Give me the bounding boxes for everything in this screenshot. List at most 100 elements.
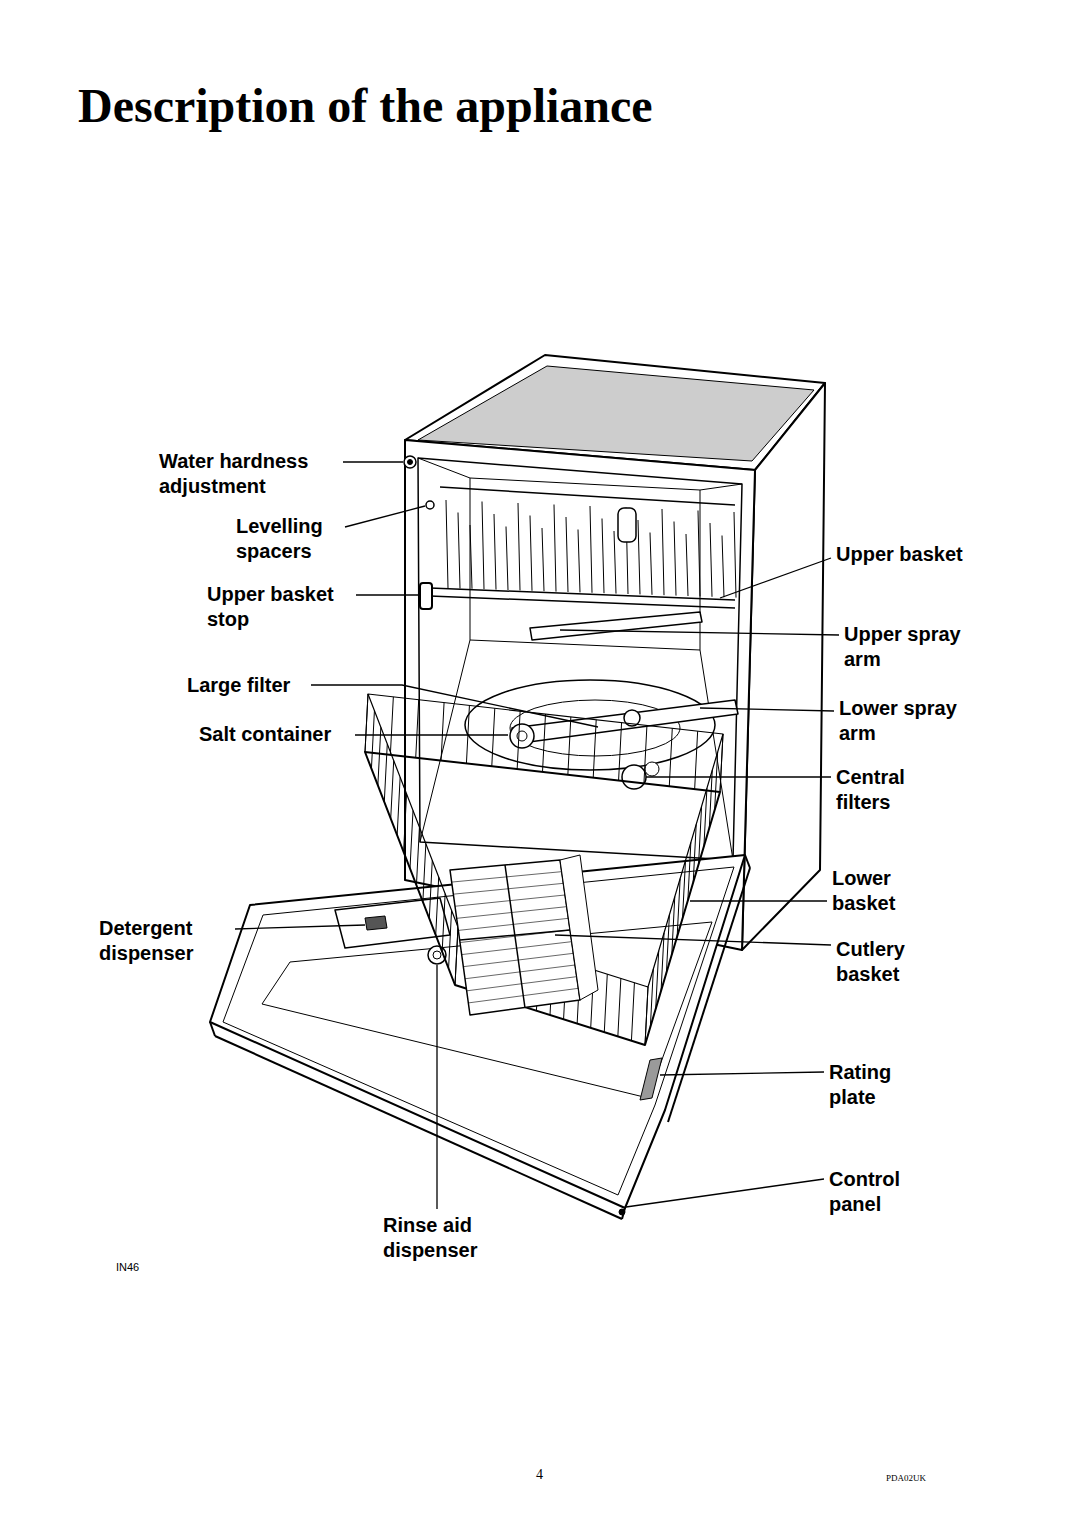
door-edge	[215, 1036, 622, 1219]
callout-label: Lower spray arm	[839, 696, 974, 746]
basket-tine	[446, 500, 448, 588]
basket-tine	[506, 527, 508, 591]
basket-tine	[410, 811, 413, 869]
basket-tine	[441, 703, 444, 761]
callout-label: Water hardness adjustment	[159, 449, 339, 499]
basket-tine	[698, 511, 700, 597]
callout-label: Upper basket stop	[207, 582, 352, 632]
leader-line	[311, 685, 598, 727]
callout-label: Large filter	[187, 673, 307, 698]
tub-edge	[700, 484, 742, 490]
basket-tine	[619, 723, 622, 781]
basket-tine	[618, 978, 621, 1036]
basket-tine	[543, 714, 546, 772]
leader-line	[555, 935, 831, 945]
leader-line	[626, 1179, 824, 1207]
basket-tine	[455, 927, 458, 985]
callout-label: Upper spray arm	[844, 622, 979, 672]
basket-tine	[365, 694, 368, 752]
basket-tine	[390, 697, 393, 755]
callout-label: Control panel	[829, 1167, 921, 1217]
basket-tine	[566, 517, 568, 592]
basket-tine	[604, 974, 607, 1032]
leader-line	[720, 558, 831, 598]
basket-tine	[470, 525, 472, 589]
basket-tine	[378, 727, 381, 785]
basket-tine	[517, 711, 520, 769]
dispenser-lid	[365, 916, 387, 930]
basket-tine	[638, 520, 640, 594]
callout-label: Rinse aid dispenser	[383, 1213, 503, 1263]
page-title: Description of the appliance	[78, 76, 653, 136]
basket-tine	[644, 725, 647, 783]
leader-line	[646, 776, 831, 777]
basket-tine	[416, 700, 419, 758]
basket-tine	[391, 761, 394, 819]
cutlery-basket-side	[560, 855, 598, 1000]
basket-tine	[695, 731, 698, 789]
basket-tine	[442, 894, 445, 952]
callout-label: Detergent dispenser	[99, 916, 231, 966]
basket-tine	[710, 523, 712, 597]
callout-label: Rating plate	[829, 1060, 911, 1110]
callout-label: Lower basket	[832, 866, 924, 916]
callout-label: Cutlery basket	[836, 937, 928, 987]
basket-tine	[530, 516, 532, 591]
rinse-aid-cap	[433, 951, 441, 959]
basket-tine	[423, 844, 426, 902]
cutlery-divider	[505, 865, 525, 1008]
upper-basket-rim	[440, 487, 735, 505]
basket-tine	[371, 711, 374, 769]
water-hardness-knob	[408, 460, 413, 465]
callout-label: Salt container	[199, 722, 351, 747]
basket-tine	[593, 720, 596, 778]
basket-tine	[449, 910, 452, 968]
basket-tine	[397, 777, 400, 835]
basket-tine	[568, 717, 571, 775]
basket-tine	[734, 512, 736, 598]
leader-lines	[235, 462, 839, 1209]
callout-label: Central filters	[836, 765, 936, 815]
lower-basket-rim	[365, 752, 720, 1045]
door-edge	[210, 1022, 215, 1036]
upper-spray-arm	[530, 612, 702, 640]
basket-tine	[436, 877, 439, 935]
page-note: 4	[536, 1466, 543, 1484]
door-inner	[223, 867, 734, 1195]
upper-basket-rail	[430, 596, 735, 608]
leader-line	[700, 708, 834, 711]
basket-tine	[494, 514, 496, 590]
salt-container-cap	[510, 724, 534, 748]
callout-label: Levelling spacers	[236, 514, 341, 564]
basket-tine	[578, 530, 580, 593]
basket-tine	[674, 522, 676, 596]
central-filter	[622, 765, 646, 789]
leader-line	[690, 900, 827, 901]
leader-line	[436, 965, 437, 1209]
basket-stop	[420, 583, 432, 609]
leader-line	[356, 594, 419, 595]
tub-edge	[418, 458, 470, 478]
cutlery-basket	[450, 860, 580, 1015]
tub-edge	[420, 640, 470, 842]
leader-line	[660, 1072, 824, 1075]
cabinet-side	[742, 383, 825, 950]
basket-tine	[416, 827, 419, 885]
tub-opening	[418, 458, 742, 860]
leader-line	[345, 506, 425, 527]
control-panel-mark	[619, 1209, 625, 1215]
page-note: IN46	[116, 1260, 139, 1274]
basket-tine	[404, 794, 407, 852]
levelling-spacer	[426, 501, 434, 509]
basket-tine	[602, 519, 604, 594]
basket-tine	[631, 983, 634, 1041]
basket-tine	[590, 506, 592, 593]
basket-tine	[518, 503, 520, 590]
door-edge	[745, 855, 750, 868]
callout-label: Upper basket	[836, 542, 996, 567]
basket-tine	[686, 534, 688, 596]
basket-tine	[542, 528, 544, 591]
